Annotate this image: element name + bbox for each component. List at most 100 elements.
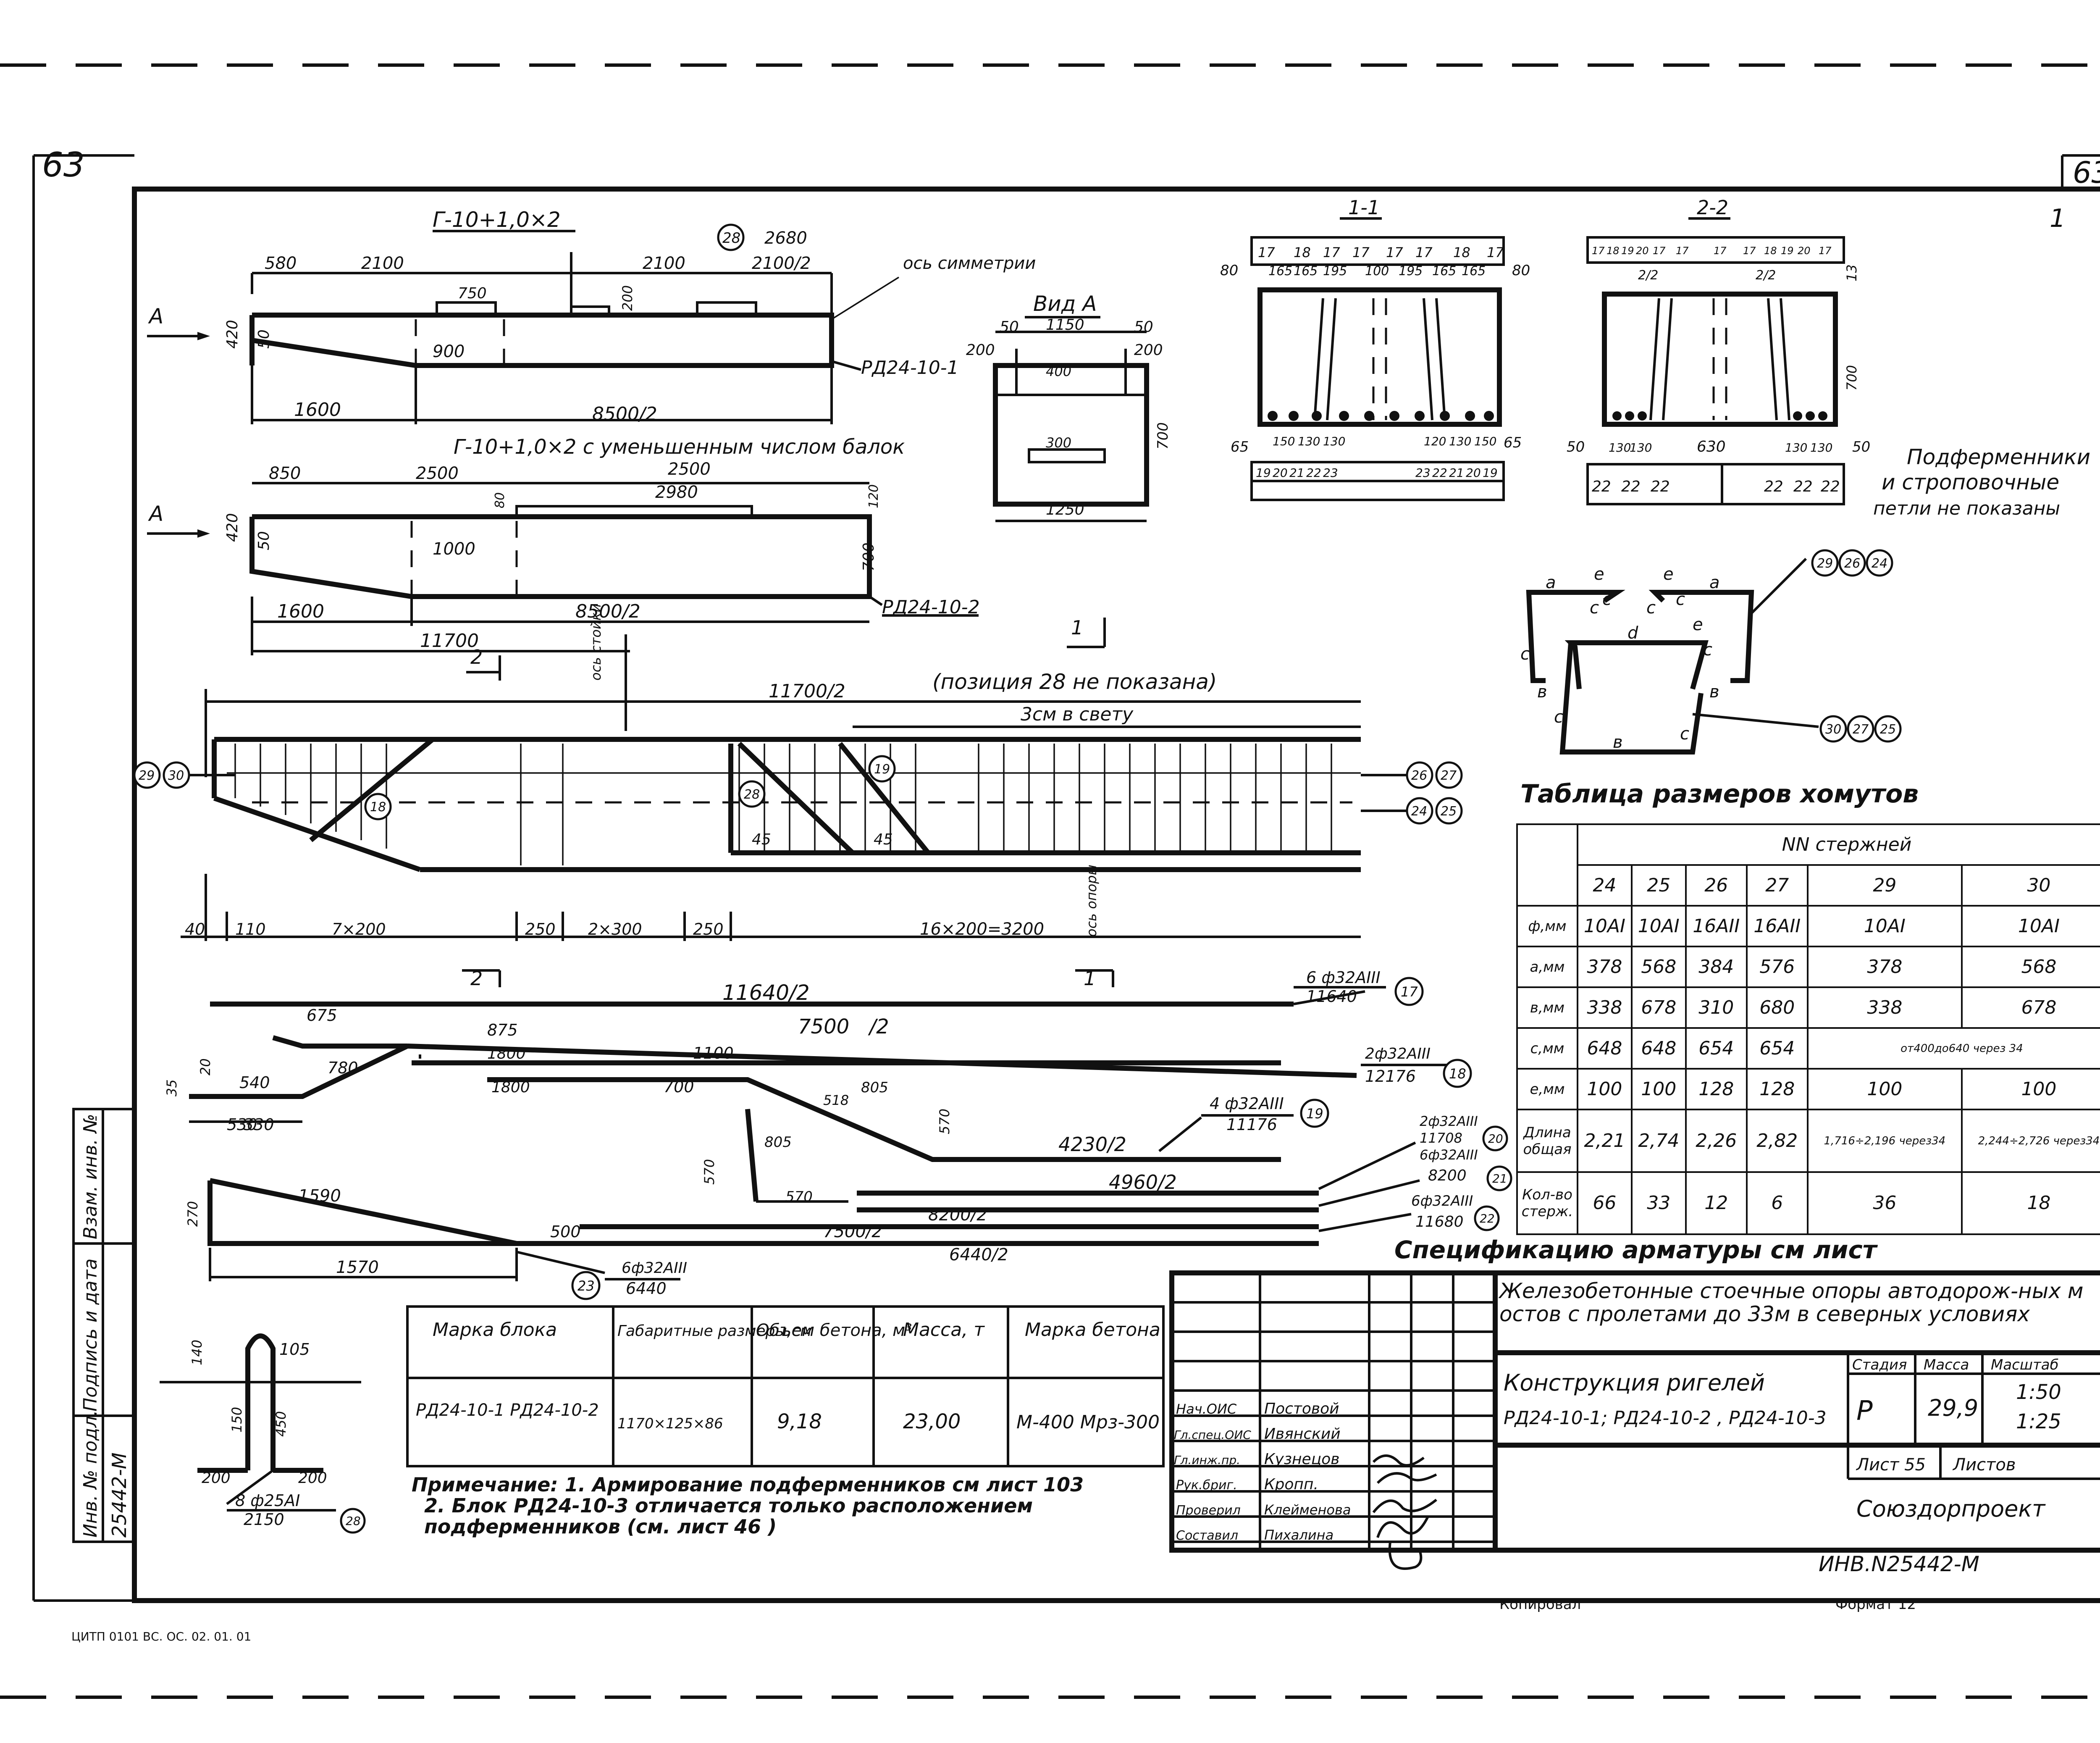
svg-text:е: е xyxy=(1594,565,1604,584)
svg-text:6440: 6440 xyxy=(626,1279,667,1298)
sheet-number-right: 63 xyxy=(2073,155,2100,190)
svg-text:М-400 Мрз-300: М-400 Мрз-300 xyxy=(1016,1412,1160,1433)
svg-text:11640/2: 11640/2 xyxy=(722,981,810,1005)
svg-text:24: 24 xyxy=(1872,556,1887,571)
svg-text:2ф32АIII: 2ф32АIII xyxy=(1365,1045,1431,1062)
svg-text:с: с xyxy=(1703,640,1712,660)
stamp-inv-original: Инв. № подл. xyxy=(80,1410,101,1538)
svg-text:30: 30 xyxy=(168,768,184,783)
svg-text:2980: 2980 xyxy=(655,483,698,502)
svg-text:Габаритные размеры,см: Габаритные размеры,см xyxy=(617,1322,811,1340)
loop-table-cell: 648 xyxy=(1630,1027,1687,1070)
svg-text:8500/2: 8500/2 xyxy=(575,601,640,622)
svg-text:165: 165 xyxy=(1462,264,1486,279)
svg-text:130: 130 xyxy=(1323,434,1345,448)
loop-table-cell: 654 xyxy=(1685,1027,1748,1070)
svg-text:28: 28 xyxy=(722,230,740,247)
svg-text:Рук.бриг.: Рук.бриг. xyxy=(1176,1478,1237,1493)
sections-note-1: Подферменники xyxy=(1907,445,2090,469)
loop-table-cell: 310 xyxy=(1685,986,1748,1029)
elevation-rd24-10-2: Г-10+1,0×2 с уменьшенным числом балок 85… xyxy=(147,435,980,681)
loop-table-row-label: в,мм xyxy=(1516,986,1578,1029)
loop-table-cell: 128 xyxy=(1685,1068,1748,1111)
loop-table-cell: 2,21 xyxy=(1577,1109,1633,1173)
svg-text:2150: 2150 xyxy=(244,1510,284,1529)
loop-table-row-label: е,мм xyxy=(1516,1068,1578,1111)
stamp-inv-value: 25442-М xyxy=(108,1452,131,1538)
svg-text:50: 50 xyxy=(1000,318,1019,336)
svg-text:100: 100 xyxy=(1365,264,1389,279)
svg-text:Клейменова: Клейменова xyxy=(1264,1502,1351,1518)
svg-text:1600: 1600 xyxy=(277,601,324,622)
loop-table-col: 30 xyxy=(1961,864,2100,907)
svg-text:900: 900 xyxy=(433,342,465,361)
svg-text:17: 17 xyxy=(1592,245,1605,257)
svg-text:ось симметрии: ось симметрии xyxy=(903,254,1036,273)
svg-text:700: 700 xyxy=(1155,422,1171,450)
svg-text:17: 17 xyxy=(1743,245,1756,257)
svg-text:8200: 8200 xyxy=(1428,1167,1467,1184)
svg-text:1250: 1250 xyxy=(1046,501,1084,518)
svg-text:28: 28 xyxy=(346,1514,361,1528)
svg-text:26: 26 xyxy=(1411,768,1427,783)
svg-text:140: 140 xyxy=(189,1340,205,1365)
svg-text:200: 200 xyxy=(620,285,635,311)
svg-text:с: с xyxy=(1590,598,1599,618)
svg-text:18: 18 xyxy=(1606,245,1620,257)
svg-text:Пихалина: Пихалина xyxy=(1264,1527,1334,1543)
svg-text:А: А xyxy=(148,304,163,329)
svg-text:22: 22 xyxy=(1480,1212,1495,1225)
svg-text:6ф32АIII: 6ф32АIII xyxy=(1420,1147,1478,1163)
svg-text:250: 250 xyxy=(693,920,724,939)
svg-text:23,00: 23,00 xyxy=(903,1410,961,1433)
svg-text:19: 19 xyxy=(1256,466,1271,480)
svg-text:13: 13 xyxy=(1844,264,1860,281)
svg-text:17: 17 xyxy=(1415,244,1433,260)
svg-text:17: 17 xyxy=(1653,245,1666,257)
svg-text:11176: 11176 xyxy=(1226,1115,1277,1134)
svg-text:19: 19 xyxy=(1483,466,1498,480)
svg-text:Составил: Составил xyxy=(1176,1528,1238,1543)
svg-text:7500/2: 7500/2 xyxy=(823,1222,882,1241)
svg-text:18: 18 xyxy=(370,800,386,815)
svg-text:45: 45 xyxy=(752,831,771,848)
svg-text:Масштаб: Масштаб xyxy=(1991,1357,2059,1373)
svg-text:1100: 1100 xyxy=(693,1044,734,1062)
svg-text:1600: 1600 xyxy=(294,399,341,421)
svg-text:Постовой: Постовой xyxy=(1264,1400,1339,1417)
svg-text:17: 17 xyxy=(1676,245,1689,257)
svg-text:22: 22 xyxy=(1621,478,1641,495)
view-a: Вид А 50 200 1150 50 200 400 300 1250 70… xyxy=(966,292,1171,522)
sections-note-3: петли не показаны xyxy=(1873,498,2060,519)
svg-text:20: 20 xyxy=(1466,466,1481,480)
svg-text:130: 130 xyxy=(1785,441,1807,455)
loop-table-cell: 378 xyxy=(1806,946,1963,988)
svg-text:165: 165 xyxy=(1294,264,1318,279)
loop-table-cell: 2,26 xyxy=(1685,1109,1748,1173)
svg-text:450: 450 xyxy=(273,1411,289,1437)
svg-text:500: 500 xyxy=(550,1222,581,1241)
loop-table-row-label: Длина общая xyxy=(1516,1109,1578,1173)
svg-text:165: 165 xyxy=(1432,264,1456,279)
svg-text:130: 130 xyxy=(1449,434,1471,448)
tb-object-1: Железобетонные стоечные опоры автодорож-… xyxy=(1498,1279,2083,1303)
svg-text:675: 675 xyxy=(307,1006,337,1025)
sheet-number-left: 63 xyxy=(42,145,85,184)
svg-text:Вид А: Вид А xyxy=(1033,292,1097,316)
svg-text:23: 23 xyxy=(1323,466,1338,480)
svg-text:80: 80 xyxy=(493,492,507,508)
svg-text:195: 195 xyxy=(1399,264,1423,279)
svg-text:11700/2: 11700/2 xyxy=(769,681,845,702)
spec-note: Спецификацию арматуры см лист xyxy=(1394,1236,1878,1264)
svg-text:Р: Р xyxy=(1856,1396,1873,1427)
svg-text:65: 65 xyxy=(1231,439,1249,455)
svg-text:в: в xyxy=(1537,682,1547,702)
svg-text:с: с xyxy=(1520,644,1530,664)
svg-text:50: 50 xyxy=(1134,318,1153,336)
svg-text:18: 18 xyxy=(1294,244,1311,260)
svg-text:1-1: 1-1 xyxy=(1348,196,1380,219)
svg-text:20: 20 xyxy=(1636,245,1649,257)
svg-text:4960/2: 4960/2 xyxy=(1109,1171,1177,1194)
loop-table-cell: 100 xyxy=(1577,1068,1633,1111)
